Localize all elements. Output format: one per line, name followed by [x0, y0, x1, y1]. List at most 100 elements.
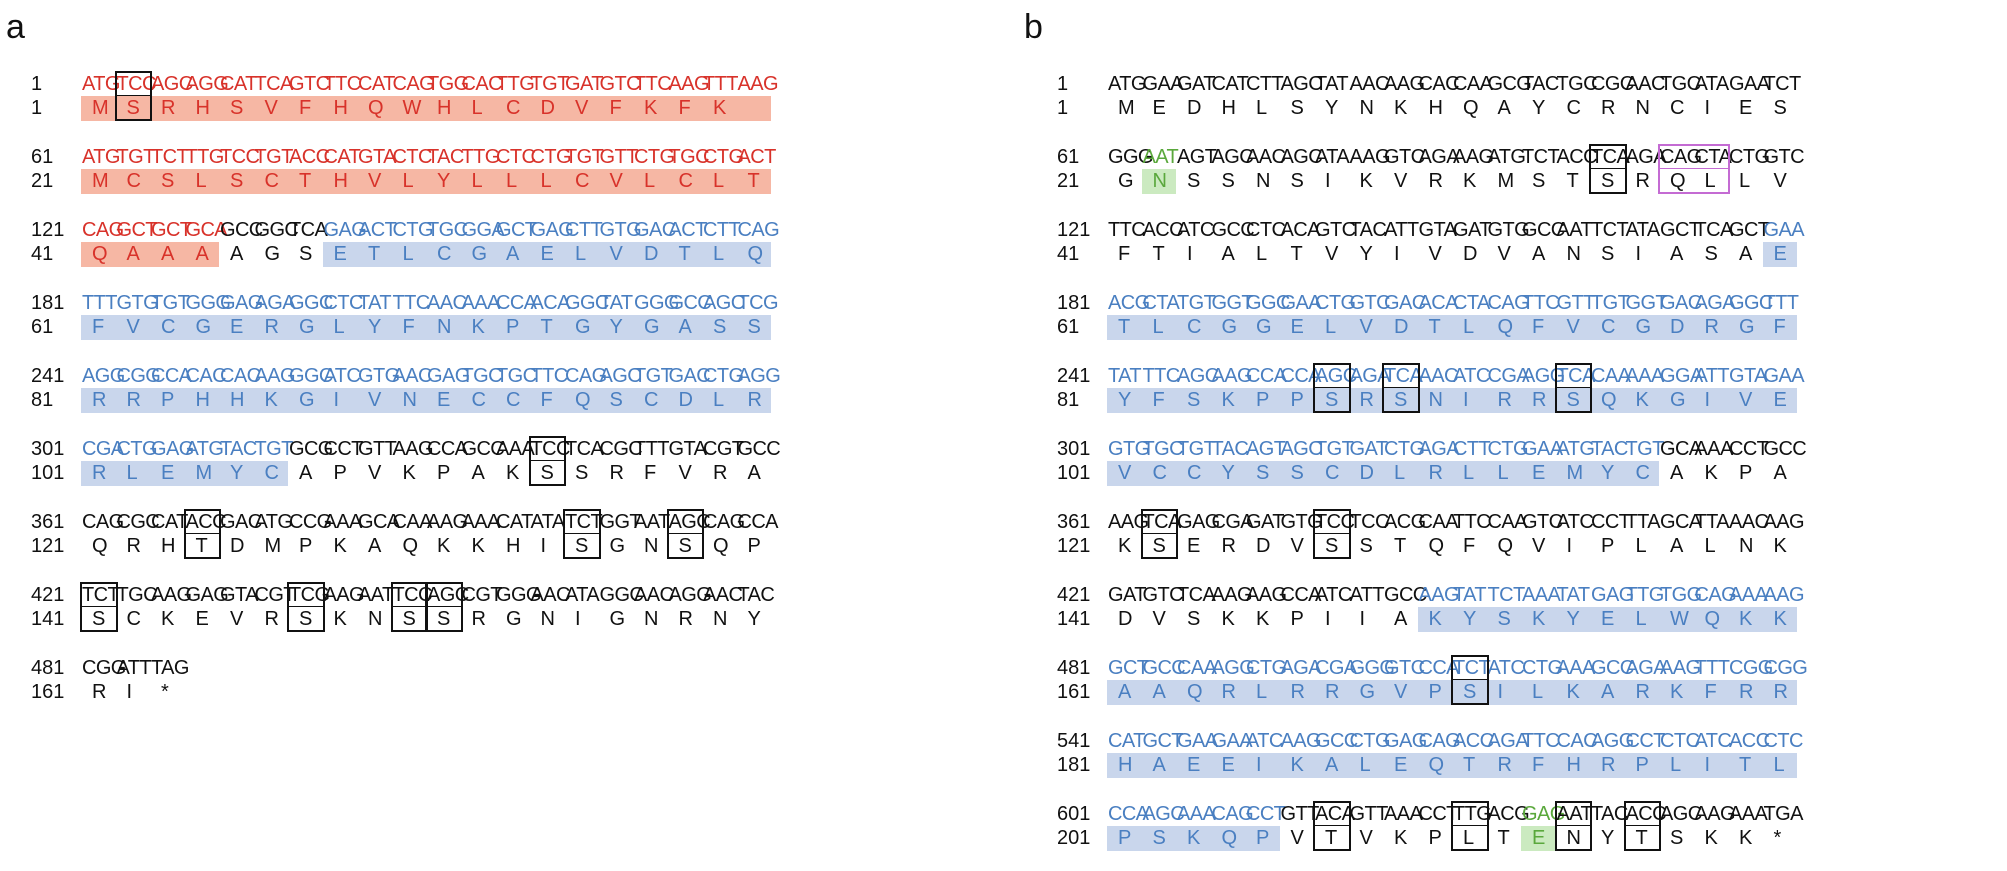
codon: TGT: [116, 146, 156, 168]
amino-acid: C: [264, 462, 279, 484]
amino-acid: L: [195, 170, 207, 192]
amino-acid: G: [644, 316, 660, 338]
amino-acid: T: [1118, 316, 1131, 338]
phosphosite-box: [390, 582, 428, 632]
codon: AAG: [1660, 657, 1701, 679]
codon: TCC: [1349, 511, 1390, 533]
codon: GAA: [1142, 73, 1184, 95]
amino-acid: K: [1221, 389, 1235, 411]
codon: AGC: [1660, 803, 1702, 825]
codon: CAT: [151, 511, 188, 533]
codon: CAG: [565, 365, 607, 387]
codon: AAA: [1384, 803, 1423, 825]
codon: GTC: [599, 73, 641, 95]
codon: AAT: [358, 584, 394, 606]
codon: GAT: [1246, 511, 1284, 533]
amino-acid: A: [368, 535, 382, 557]
amino-acid: I: [1463, 389, 1469, 411]
codon: AGG: [668, 584, 712, 606]
codon: TCT: [82, 584, 120, 606]
phosphosite-box-divider: [1382, 387, 1420, 389]
codon: CGG: [116, 365, 161, 387]
amino-acid: T: [1463, 754, 1476, 776]
amino-acid: K: [1394, 97, 1408, 119]
amino-acid: R: [747, 389, 762, 411]
codon: CTC: [323, 292, 364, 314]
codon: CAC: [1556, 730, 1598, 752]
codon: CTA: [1453, 292, 1490, 314]
codon: GCC: [1384, 584, 1427, 606]
amino-acid: K: [1739, 827, 1753, 849]
nucleotide-position: 361: [31, 511, 65, 533]
amino-acid: K: [161, 608, 175, 630]
amino-acid: N: [1256, 170, 1271, 192]
codon: CCA: [1108, 803, 1149, 825]
domain-highlight: [81, 461, 288, 486]
codon: GAT: [1177, 73, 1215, 95]
amino-acid: Q: [92, 243, 108, 265]
codon: AAA: [323, 511, 363, 533]
amino-acid: D: [1256, 535, 1271, 557]
codon: TCC: [116, 73, 157, 95]
codon: AGC: [1280, 146, 1323, 168]
phosphosite-box: [425, 582, 463, 632]
codon: AGT: [1246, 438, 1286, 460]
amino-acid: I: [1704, 754, 1711, 776]
codon: TCA: [1177, 584, 1216, 606]
codon: AAG: [427, 511, 468, 533]
phosphosite-box-divider: [80, 606, 118, 608]
codon: ATT: [1694, 365, 1730, 387]
amino-acid: L: [1325, 316, 1337, 338]
amino-acid: M: [195, 462, 213, 484]
amino-acid: P: [1290, 389, 1304, 411]
amino-acid: E: [1221, 754, 1235, 776]
codon: TTC: [1108, 219, 1146, 241]
codon: ATG: [254, 511, 293, 533]
codon: GCC: [668, 292, 712, 314]
phosphosite-box-divider: [563, 533, 601, 535]
amino-acid: K: [644, 97, 658, 119]
phosphosite-box-divider: [1623, 825, 1661, 827]
phosphosite-box-divider: [287, 606, 325, 608]
amino-acid: S: [1152, 535, 1166, 557]
phosphosite-box-divider: [528, 460, 566, 462]
amino-acid: R: [92, 681, 107, 703]
codon: CAT: [1108, 730, 1145, 752]
codon: CTC: [496, 146, 536, 168]
codon: TGC: [1660, 73, 1701, 95]
codon: CGT: [461, 584, 503, 606]
amino-acid: S: [230, 97, 244, 119]
amino-acid: V: [678, 462, 692, 484]
amino-acid: C: [1325, 462, 1340, 484]
amino-acid: G: [506, 608, 522, 630]
amino-acid: K: [1566, 681, 1580, 703]
codon: GCT: [1108, 657, 1149, 679]
amino-acid: I: [1497, 681, 1504, 703]
amino-acid: L: [1773, 754, 1785, 776]
codon: AAA: [1522, 584, 1561, 606]
codon: CCT: [1418, 803, 1459, 825]
codon: ACC: [185, 511, 227, 533]
amino-acid: K: [1704, 462, 1718, 484]
amino-acid: F: [1152, 389, 1165, 411]
nucleotide-position: 601: [1057, 803, 1091, 825]
amino-acid: I: [1704, 389, 1711, 411]
amino-acid: A: [1670, 462, 1684, 484]
amino-acid: C: [437, 243, 452, 265]
amino-acid: A: [1118, 681, 1132, 703]
codon: ATC: [1556, 511, 1594, 533]
codon: ACC: [289, 146, 330, 168]
amino-acid: V: [1394, 170, 1408, 192]
codon: TAC: [1522, 73, 1559, 95]
amino-acid: R: [609, 462, 624, 484]
codon: GGG: [185, 292, 231, 314]
amino-acid: P: [299, 535, 313, 557]
codon: AAG: [1280, 730, 1322, 752]
amino-acid: S: [1290, 97, 1304, 119]
amino-acid: V: [1532, 535, 1546, 557]
codon: GAG: [151, 438, 194, 460]
amino-acid: A: [299, 462, 313, 484]
codon: AAC: [530, 584, 571, 606]
residue-position: 1: [1057, 97, 1069, 119]
amino-acid: S: [747, 316, 761, 338]
